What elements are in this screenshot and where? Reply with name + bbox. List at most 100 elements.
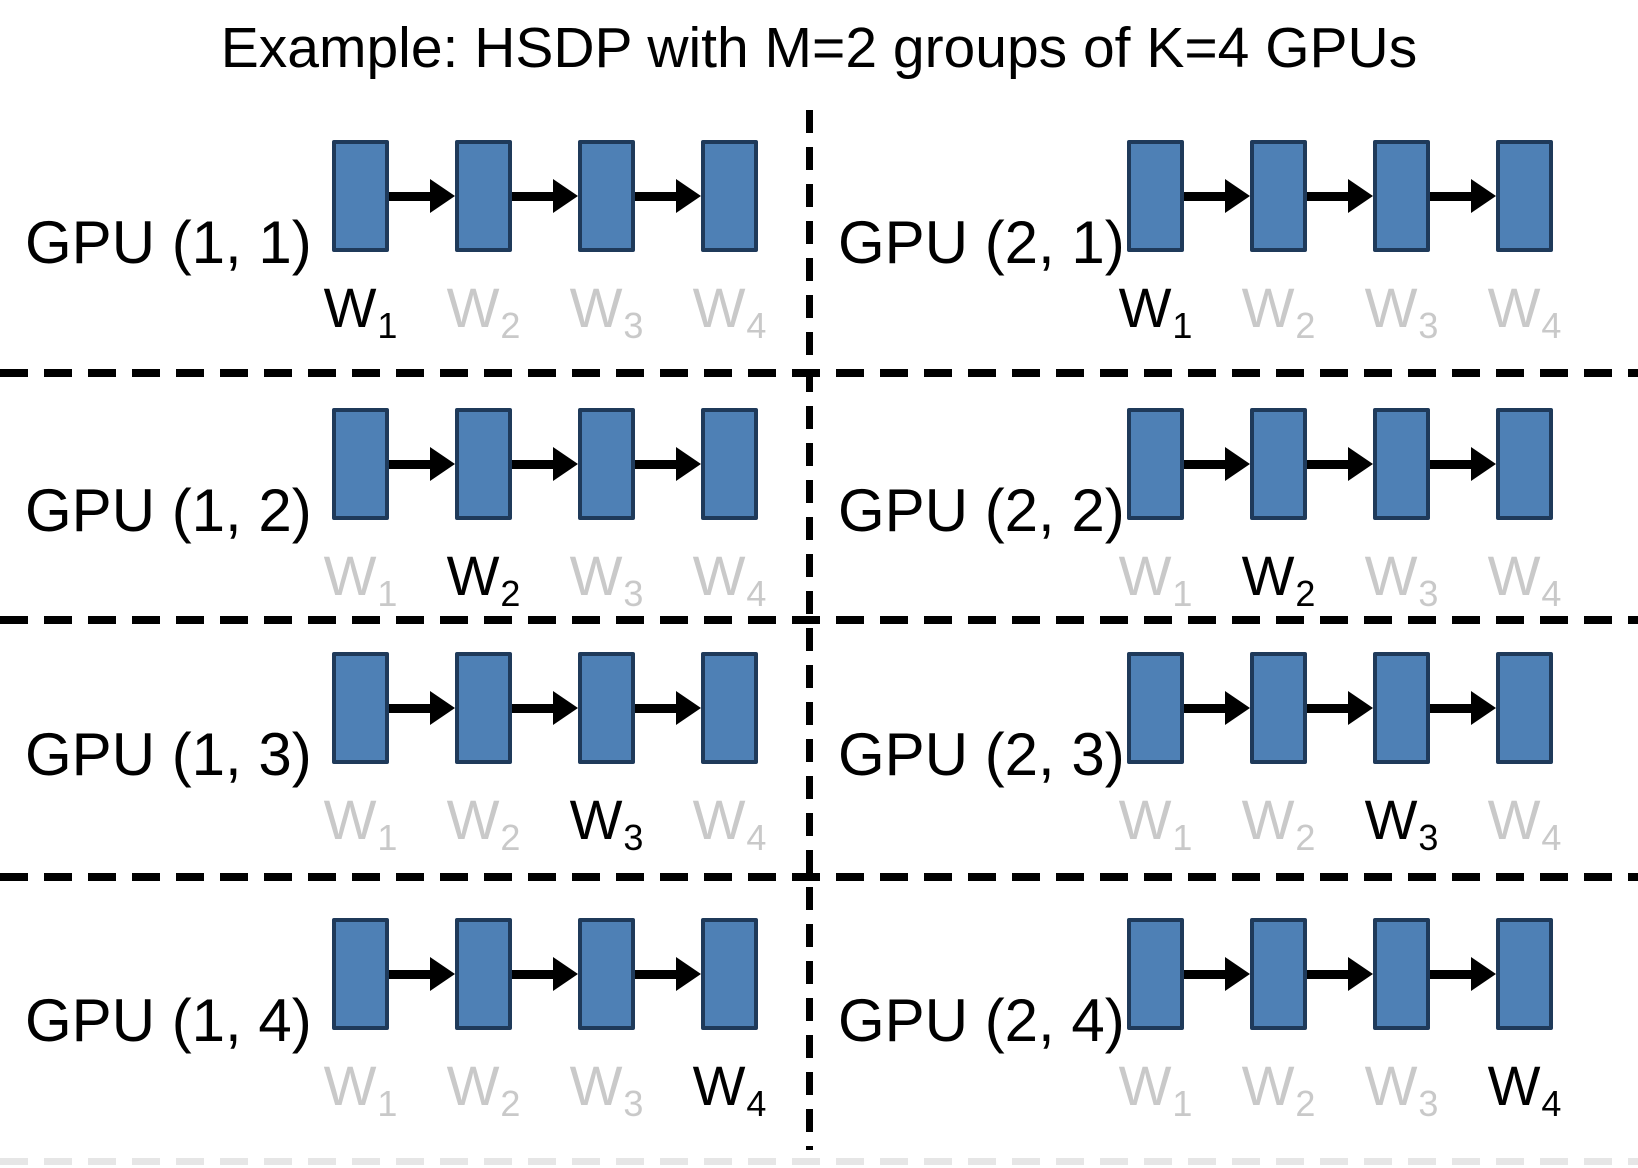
weight-subscript: 2 [500,817,521,858]
layer-chain: W1 W2 W3 W4 [1119,140,1561,346]
arrow-right-icon [635,179,701,213]
layer-block [1250,140,1307,252]
arrow-right-icon [512,179,578,213]
layer-block [1127,918,1184,1030]
arrow-right-icon [635,957,701,991]
layer-block [455,652,512,764]
weight-label: W2 [1242,278,1316,346]
layer-block [1250,918,1307,1030]
weight-base: W [1364,1054,1418,1117]
weight-subscript: 1 [1172,573,1193,614]
weight-base: W [1364,788,1418,851]
layer-block [701,918,758,1030]
weight-base: W [446,544,500,607]
weight-base: W [323,788,377,851]
weight-label: W3 [570,546,644,613]
weight-subscript: 2 [1295,817,1316,858]
weight-base: W [1118,276,1172,339]
panel-gpu-1-1: GPU (1, 1) W1 W2 W3 W4 [25,140,805,375]
weight-subscript: 4 [746,817,767,858]
weight-base: W [446,788,500,851]
layer-block [578,408,635,520]
gpu-label: GPU (1, 1) [25,209,312,276]
arrow-right-icon [1430,691,1496,725]
weight-subscript: 2 [1295,1083,1316,1124]
layer-block [1250,408,1307,520]
weight-label: W1 [1118,788,1193,857]
weight-base: W [692,544,746,607]
weight-base: W [1487,544,1541,607]
layer-chain: W1 W2 W3 W4 [1119,408,1561,613]
weight-base: W [1241,1054,1295,1117]
layer-block [578,652,635,764]
panel-gpu-2-2: GPU (2, 2) W1 W2 W3 W4 [838,408,1618,643]
divider-vertical-groups [806,110,813,1150]
layer-block [1373,140,1430,252]
weight-base: W [692,276,746,339]
weight-base: W [569,276,623,339]
weight-label: W4 [1487,276,1562,345]
weight-base: W [569,1054,623,1117]
weight-label: W3 [570,790,644,858]
weight-base: W [692,788,746,851]
weight-subscript: 2 [500,1083,521,1124]
weight-subscript: 1 [377,817,398,858]
gpu-label: GPU (1, 4) [25,987,312,1054]
weight-subscript: 1 [377,305,398,346]
layer-block [455,140,512,252]
weight-base: W [1118,544,1172,607]
weight-label: W3 [1364,276,1439,346]
weight-base: W [1364,276,1418,339]
weight-base: W [323,1054,377,1117]
weight-base: W [1118,788,1172,851]
panel-gpu-1-3: GPU (1, 3) W1 W2 W3 W4 [25,652,805,887]
layer-block [332,652,389,764]
layer-block [578,918,635,1030]
arrow-right-icon [389,447,455,481]
arrow-right-icon [389,957,455,991]
weight-subscript: 2 [1295,305,1316,346]
arrow-right-icon [1307,957,1373,991]
gpu-label: GPU (2, 1) [838,209,1125,276]
weight-subscript: 3 [1418,305,1439,346]
weight-base: W [446,1054,500,1117]
weight-label: W3 [569,276,644,345]
weight-subscript: 3 [623,817,644,858]
arrow-right-icon [1184,957,1250,991]
weight-subscript: 1 [1172,305,1193,346]
layer-block [332,408,389,520]
arrow-right-icon [1307,691,1373,725]
arrow-right-icon [635,691,701,725]
weight-base: W [1487,276,1541,339]
divider-horizontal-3 [0,873,1638,881]
arrow-right-icon [1307,179,1373,213]
weight-label: W4 [693,1056,767,1123]
weight-label: W4 [692,276,767,345]
panel-gpu-2-3: GPU (2, 3) W1 W2 W3 W4 [838,652,1618,887]
gpu-label: GPU (1, 2) [25,477,312,544]
weight-subscript: 4 [1541,817,1562,858]
weight-base: W [1241,544,1295,607]
layer-chain: W1 W2 W3 W4 [1119,918,1561,1124]
weight-subscript: 2 [500,305,521,346]
weight-subscript: 4 [746,573,767,614]
weight-label: W4 [692,788,767,858]
panel-gpu-1-4: GPU (1, 4) W1 W2 W3 W4 [25,918,805,1153]
weight-base: W [323,544,377,607]
layer-block [332,918,389,1030]
weight-base: W [1487,1054,1541,1117]
arrow-right-icon [1184,447,1250,481]
layer-block [1373,652,1430,764]
arrow-right-icon [1184,691,1250,725]
gpu-label: GPU (2, 3) [838,721,1125,788]
weight-label: W1 [1118,544,1193,614]
layer-block [455,408,512,520]
weight-label: W2 [447,278,521,346]
divider-horizontal-1 [0,369,1638,377]
weight-subscript: 4 [1541,573,1562,614]
panel-gpu-1-2: GPU (1, 2) W1 W2 W3 W4 [25,408,805,643]
layer-block [1127,408,1184,520]
weight-label: W2 [446,1054,521,1124]
weight-subscript: 3 [623,1083,644,1124]
weight-subscript: 1 [377,573,398,614]
